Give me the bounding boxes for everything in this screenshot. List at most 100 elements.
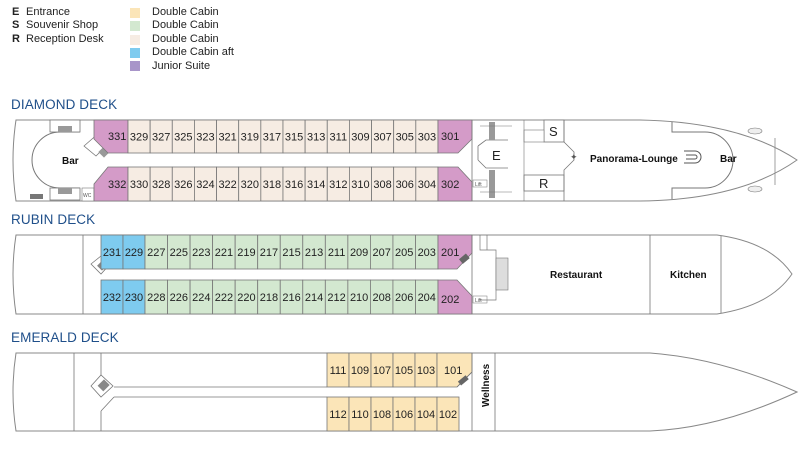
cabin-number: 201 <box>441 247 459 259</box>
reception-label: R <box>539 176 548 191</box>
cabin-number: 221 <box>215 247 233 259</box>
cabin-number: 307 <box>373 132 391 144</box>
cabin-number: 112 <box>329 409 347 421</box>
cabin-number: 309 <box>351 132 369 144</box>
stairs-icon <box>489 122 495 140</box>
swatch-green <box>130 21 140 32</box>
restaurant-label: Restaurant <box>550 270 603 281</box>
cabin-number: 331 <box>108 131 126 143</box>
stairs-icon <box>58 188 72 194</box>
door-icon: ✦ <box>570 152 578 162</box>
legend-category: Double Cabin <box>130 6 234 19</box>
cabin-number: 301 <box>441 131 459 143</box>
cabin-number: 326 <box>174 179 192 191</box>
cabin-number: 220 <box>237 292 255 304</box>
swatch-yellow <box>130 7 140 18</box>
cabin-number: 303 <box>418 132 436 144</box>
cabin-number: 108 <box>373 409 391 421</box>
cabin-331[interactable] <box>93 119 129 154</box>
cabin-301[interactable] <box>437 119 473 154</box>
aft-bar-area <box>31 131 80 189</box>
cabin-number: 206 <box>395 292 413 304</box>
cabin-number: 225 <box>170 247 188 259</box>
cabin-number: 228 <box>147 292 165 304</box>
wc-label: WC <box>83 193 92 199</box>
diamond-deck-title: DIAMOND DECK <box>11 97 118 112</box>
cabin-number: 111 <box>330 365 347 377</box>
cabin-number: 208 <box>372 292 390 304</box>
cabin-number: 104 <box>417 409 435 421</box>
stairs-icon <box>30 194 43 199</box>
fwd-bar-label: Bar <box>720 154 737 165</box>
cabin-number: 213 <box>305 247 323 259</box>
swatch-blue <box>130 47 140 58</box>
rubin-deck-title: RUBIN DECK <box>11 212 96 227</box>
fwd-bar-area <box>671 122 734 199</box>
cabin-number: 315 <box>285 132 303 144</box>
cabin-number: 319 <box>241 132 259 144</box>
cabin-number: 212 <box>327 292 345 304</box>
cabin-number: 322 <box>218 179 236 191</box>
cabin-number: 202 <box>441 294 459 306</box>
cabin-number: 102 <box>439 409 457 421</box>
lift <box>472 295 488 304</box>
cabin-number: 215 <box>282 247 300 259</box>
cabin-number: 231 <box>103 247 121 259</box>
legend-categories: Double Cabin Double Cabin Double Cabin D… <box>130 6 234 73</box>
cabin-number: 223 <box>192 247 210 259</box>
panorama-lounge-label: Panorama-Lounge <box>590 154 678 165</box>
cabin-number: 210 <box>350 292 368 304</box>
cabin-number: 107 <box>373 365 391 377</box>
cabin-number: 209 <box>350 247 368 259</box>
cabin-number: 316 <box>285 179 303 191</box>
stairs-icon <box>58 126 72 132</box>
emerald-deck-title: EMERALD DECK <box>11 330 119 345</box>
cabin-102[interactable] <box>436 396 460 432</box>
aft-bar-label: Bar <box>62 156 79 167</box>
cabin-number: 103 <box>417 365 435 377</box>
anchor-icon <box>747 127 763 135</box>
cabin-number: 304 <box>418 179 436 191</box>
cabin-number: 218 <box>260 292 278 304</box>
cabin-number: 106 <box>395 409 413 421</box>
lift <box>472 179 488 188</box>
cabin-number: 306 <box>396 179 414 191</box>
cabin-number: 329 <box>130 132 148 144</box>
cabin-number: 325 <box>174 132 192 144</box>
entrance-label: E <box>492 148 501 163</box>
cabin-number: 302 <box>441 179 459 191</box>
cabin-number: 226 <box>170 292 188 304</box>
stairs-icon <box>489 170 495 198</box>
cabin-number: 109 <box>351 365 369 377</box>
swatch-beige <box>130 34 140 45</box>
swatch-purple <box>130 61 140 72</box>
cabin-number: 324 <box>196 179 214 191</box>
cabin-number: 320 <box>241 179 259 191</box>
cabin-number: 332 <box>108 179 126 191</box>
cabin-number: 328 <box>152 179 170 191</box>
legend-category: Double Cabin <box>130 19 234 32</box>
cabin-number: 227 <box>147 247 165 259</box>
cabin-number: 327 <box>152 132 170 144</box>
cabin-number: 229 <box>125 247 143 259</box>
shop-label: S <box>549 124 558 139</box>
stairs-icon <box>495 257 509 291</box>
cabin-number: 232 <box>103 292 121 304</box>
cabin-number: 224 <box>192 292 210 304</box>
cabin-number: 305 <box>396 132 414 144</box>
stairs-icon <box>459 253 470 264</box>
cabin-number: 330 <box>130 179 148 191</box>
cabin-number: 211 <box>328 247 346 259</box>
cabin-number: 230 <box>125 292 143 304</box>
cabin-number: 216 <box>282 292 300 304</box>
cabin-number: 207 <box>372 247 390 259</box>
cabin-number: 313 <box>307 132 325 144</box>
cabin-number: 311 <box>330 132 348 144</box>
cabin-number: 205 <box>395 247 413 259</box>
cabin-number: 101 <box>444 365 462 377</box>
anchor-icon <box>747 185 763 193</box>
cabin-number: 308 <box>373 179 391 191</box>
